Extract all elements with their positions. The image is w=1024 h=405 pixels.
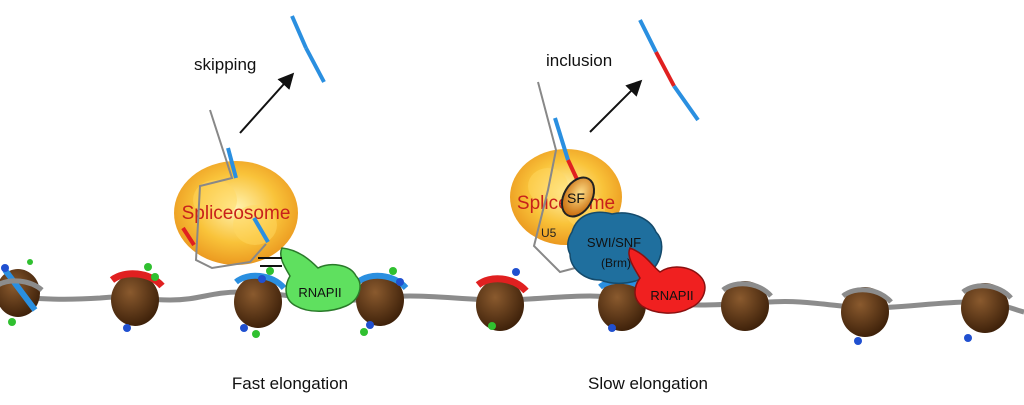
nucleosome-icon xyxy=(476,279,524,331)
inclusion-label: inclusion xyxy=(546,51,612,70)
swisnf-label-line2: (Brm) xyxy=(601,256,631,270)
rnapii-fast: RNAPII xyxy=(258,247,361,312)
slow-elongation-caption: Slow elongation xyxy=(588,374,708,393)
nucleosome-icon xyxy=(841,287,889,337)
skipping-label: skipping xyxy=(194,55,256,74)
arrow-inclusion xyxy=(589,79,643,133)
nucleosome-8 xyxy=(841,287,893,345)
u5-label: U5 xyxy=(541,226,557,240)
sf-factor: SF xyxy=(560,176,596,218)
swisnf-label-line1: SWI/SNF xyxy=(587,235,641,250)
nucleosome-1 xyxy=(0,259,44,326)
arrow-skipping xyxy=(239,72,295,134)
rnapii-slow: RNAPII xyxy=(628,247,706,314)
rnapii-slow-label: RNAPII xyxy=(650,288,693,303)
nucleosome-3 xyxy=(234,267,287,338)
nucleosome-9 xyxy=(961,283,1013,342)
sf-label: SF xyxy=(567,190,585,206)
nucleosome-7 xyxy=(721,281,773,331)
spliceosome-left-label: Spliceosome xyxy=(182,203,291,224)
nucleosome-icon xyxy=(961,283,1009,333)
rnapii-blob-icon xyxy=(628,247,706,314)
nucleosome-5 xyxy=(475,268,529,331)
nucleosome-icon xyxy=(721,281,769,331)
nucleosome-icon xyxy=(234,276,282,328)
nucleosome-2 xyxy=(109,263,165,332)
pre-mrna-left xyxy=(181,109,270,270)
nucleosome-4 xyxy=(356,267,409,336)
nucleosome-icon xyxy=(598,279,646,331)
nucleosome-icon xyxy=(356,274,404,326)
fast-elongation-caption: Fast elongation xyxy=(232,374,348,393)
mrna-product-inclusion xyxy=(638,19,700,122)
mrna-product-skipping xyxy=(290,15,326,83)
rnapii-fast-label: RNAPII xyxy=(298,285,341,300)
nucleosome-icon xyxy=(111,274,159,326)
rnapii-blob-icon xyxy=(279,247,361,312)
